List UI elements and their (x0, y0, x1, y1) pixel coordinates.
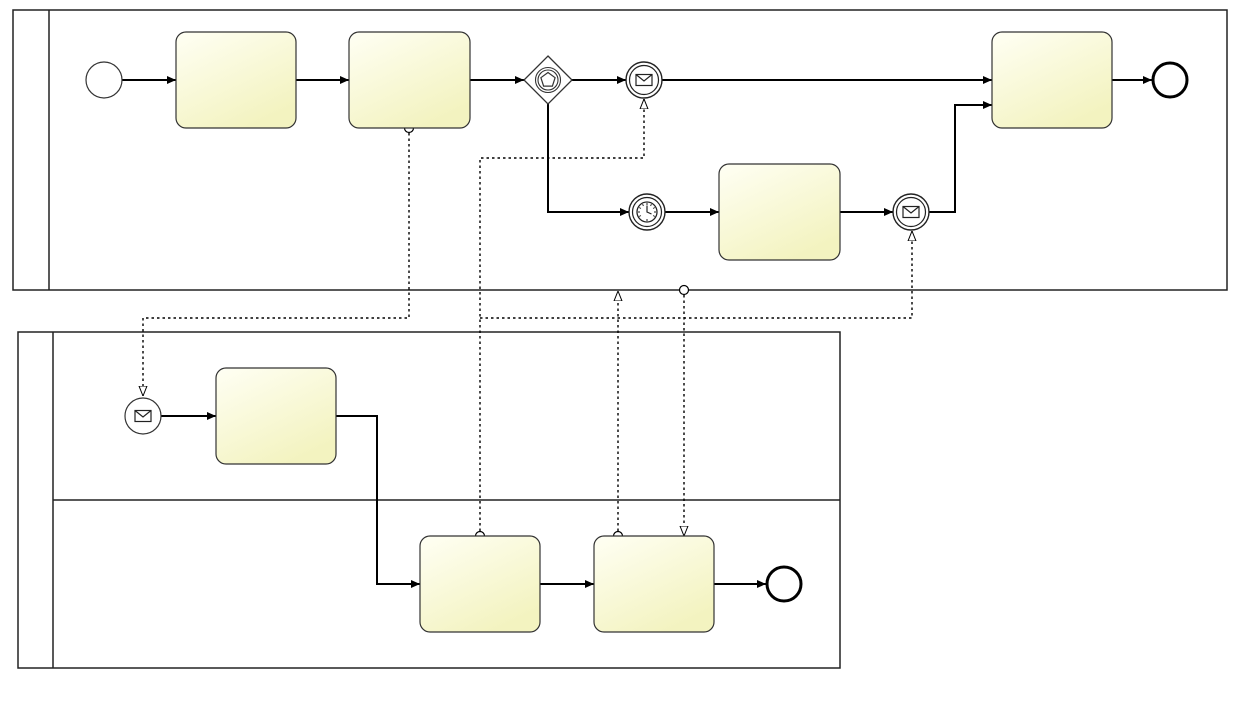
end-event-lower[interactable] (765, 565, 803, 603)
task-2[interactable] (348, 31, 471, 129)
flow-gateway-timer[interactable] (547, 104, 629, 217)
message-catch-event-1[interactable] (625, 61, 663, 99)
tasks (175, 31, 1113, 633)
flow-msg2-task3[interactable] (929, 100, 992, 213)
end-event-upper[interactable] (1151, 61, 1189, 99)
envelope-icon (134, 409, 152, 423)
task-3[interactable] (991, 31, 1113, 129)
message-catch-event-2[interactable] (892, 193, 930, 231)
start-event[interactable] (85, 61, 123, 99)
flow-task5-task6[interactable] (336, 415, 420, 589)
envelope-icon (635, 73, 653, 87)
events (85, 61, 1189, 603)
task-4[interactable] (718, 163, 841, 261)
message-flow-4[interactable] (678, 284, 690, 537)
message-start-event[interactable] (124, 397, 162, 435)
clock-icon (636, 201, 658, 223)
task-6[interactable] (419, 535, 541, 633)
task-5[interactable] (215, 367, 337, 465)
pentagon-icon (540, 71, 556, 87)
task-7[interactable] (593, 535, 715, 633)
sequence-flows (122, 75, 1152, 589)
task-1[interactable] (175, 31, 297, 129)
timer-event[interactable] (628, 193, 666, 231)
envelope-icon (902, 205, 920, 219)
event-based-gateway[interactable] (523, 55, 573, 105)
message-flow-5[interactable] (480, 231, 912, 319)
